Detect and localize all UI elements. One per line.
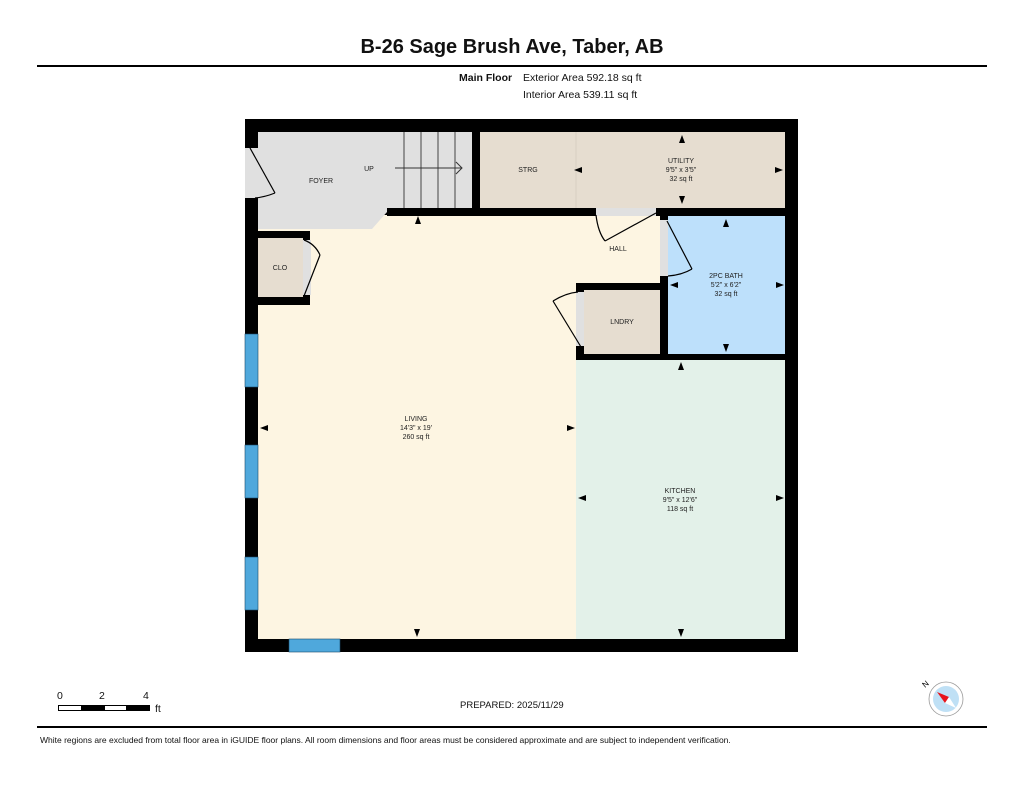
label-foyer: FOYER	[309, 178, 333, 185]
floor-name: Main Floor	[459, 72, 513, 84]
dims-kitchen: 9'5" x 12'6"	[663, 497, 698, 504]
prepared-date: PREPARED: 2025/11/29	[460, 700, 564, 711]
utility-door-opening	[596, 208, 656, 216]
label-kitchen: KITCHEN	[665, 488, 696, 495]
interior-wall	[387, 208, 667, 216]
bath-door-opening	[660, 220, 668, 276]
scale-tick-0: 0	[57, 690, 63, 702]
label-stairs-up: UP	[364, 166, 374, 173]
room-clo	[258, 238, 303, 297]
dims-2pc-bath: 5'2" x 6'2"	[711, 282, 742, 289]
area-utility: 32 sq ft	[670, 176, 693, 183]
area-living: 260 sq ft	[403, 434, 430, 441]
room-lndry	[584, 290, 660, 354]
label-clo: CLO	[273, 265, 288, 272]
room-kitchen	[576, 360, 785, 639]
scale-tick-4: 4	[143, 690, 149, 702]
scale-unit: ft	[155, 703, 161, 715]
area-kitchen: 118 sq ft	[667, 506, 693, 513]
north-compass-icon: N	[921, 679, 964, 717]
door-swings	[249, 147, 693, 348]
stairs	[387, 132, 472, 208]
room-2pc-bath	[668, 216, 785, 354]
label-strg: STRG	[518, 167, 537, 174]
label-hall: HALL	[609, 246, 627, 253]
room-hall	[576, 215, 660, 283]
dimension-arrows	[260, 135, 784, 637]
stair-treads	[403, 132, 456, 208]
svg-text:N: N	[921, 679, 931, 690]
room-utility	[480, 132, 785, 208]
footer-divider	[37, 726, 987, 728]
windows	[244, 333, 341, 653]
scale-tick-2: 2	[99, 690, 105, 702]
dims-living: 14'3" x 19'	[400, 425, 432, 432]
label-2pc-bath: 2PC BATH	[709, 273, 743, 280]
label-living: LIVING	[405, 416, 428, 423]
interior-wall	[472, 132, 480, 208]
area-2pc-bath: 32 sq ft	[715, 291, 738, 298]
header-divider	[37, 65, 987, 67]
page-title: B-26 Sage Brush Ave, Taber, AB	[360, 36, 664, 58]
front-door-opening	[245, 148, 258, 198]
stair-arrow-icon	[395, 161, 463, 175]
dims-utility: 9'5" x 3'5"	[666, 167, 697, 174]
disclaimer: White regions are excluded from total fl…	[40, 735, 731, 745]
label-lndry: LNDRY	[610, 319, 634, 326]
room-foyer	[258, 132, 387, 229]
closet-door-opening	[303, 240, 311, 295]
label-utility: UTILITY	[668, 158, 694, 165]
laundry-door-opening	[576, 292, 584, 346]
interior-area: Interior Area 539.11 sq ft	[523, 89, 638, 101]
exterior-area: Exterior Area 592.18 sq ft	[523, 72, 642, 84]
